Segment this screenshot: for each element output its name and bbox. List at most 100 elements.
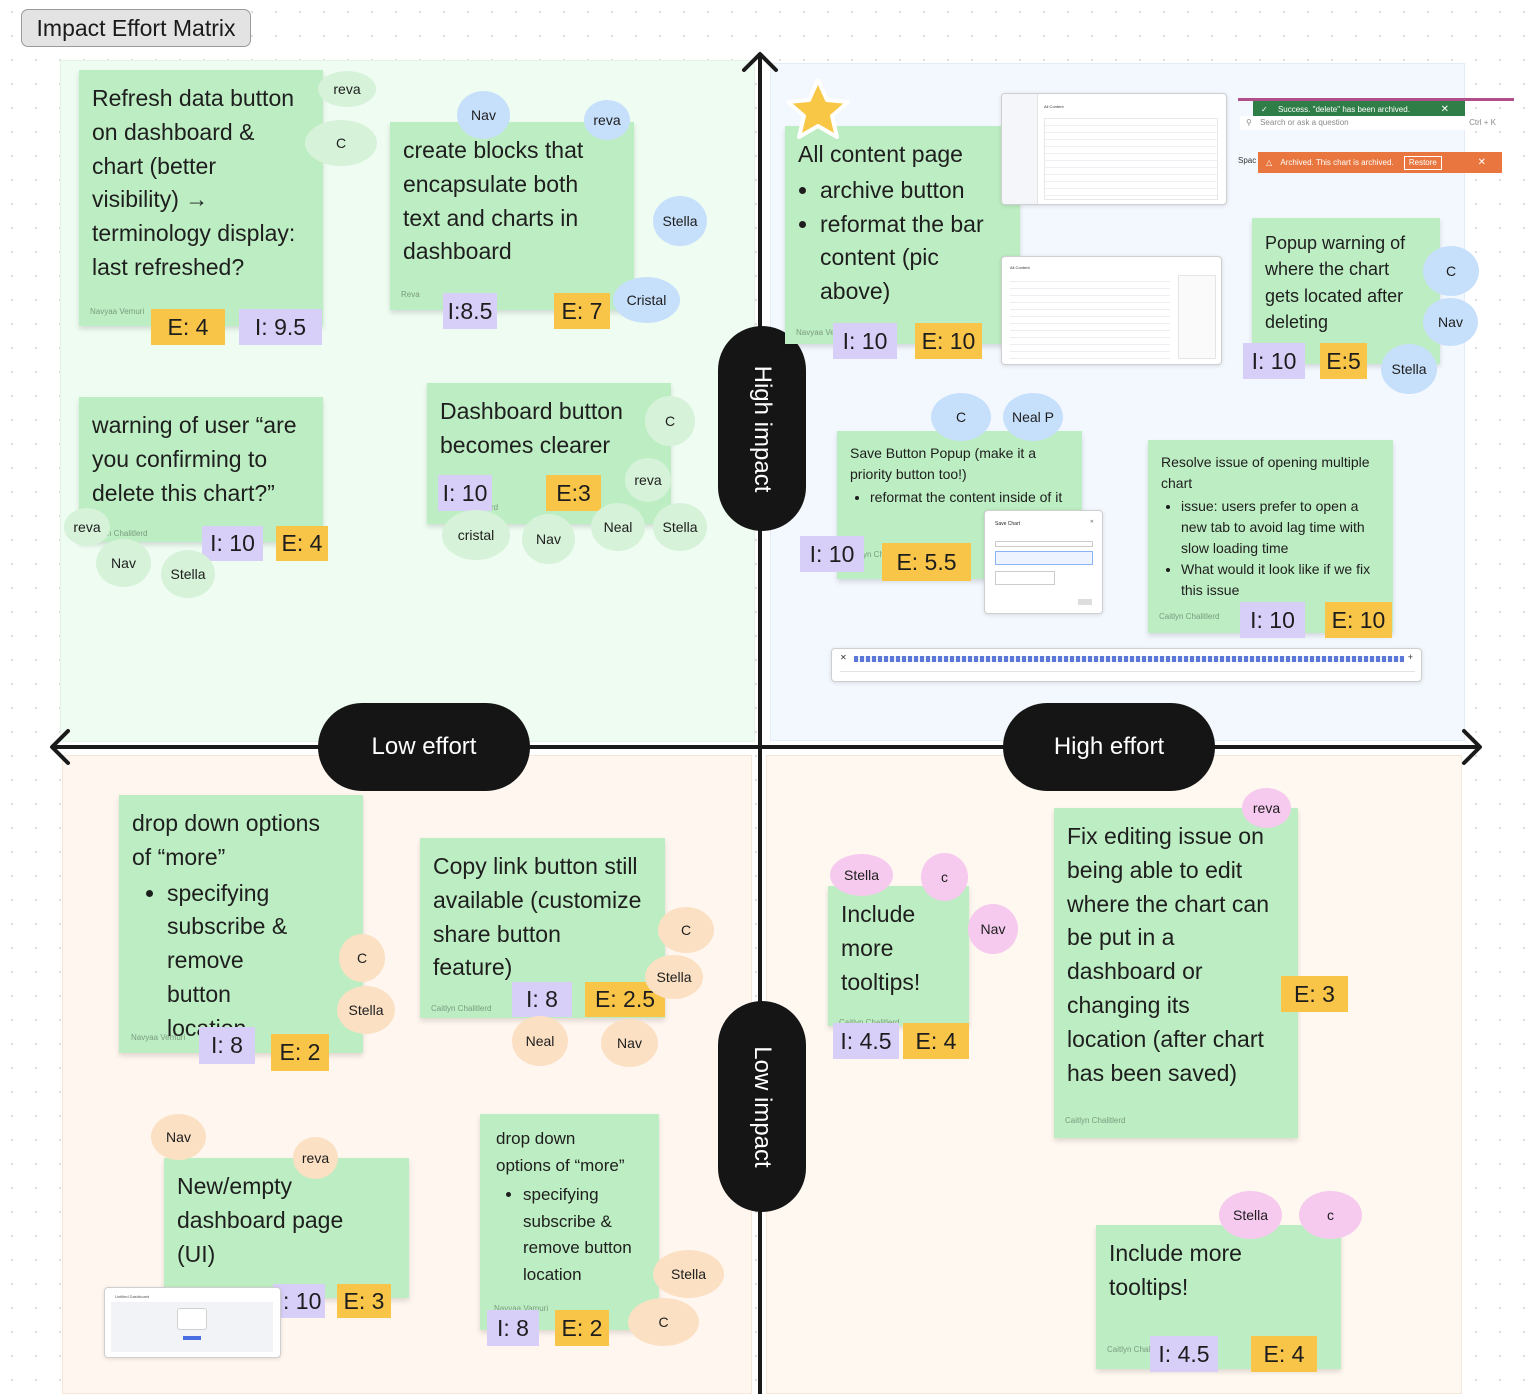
avatar[interactable]: C: [305, 120, 377, 166]
avatar[interactable]: C: [628, 1298, 699, 1346]
impact-badge[interactable]: I:8.5: [443, 293, 497, 329]
search-shortcut: Ctrl + K: [1469, 118, 1496, 127]
effort-badge[interactable]: E: 2: [271, 1034, 329, 1071]
avatar[interactable]: Nav: [457, 91, 510, 139]
avatar[interactable]: Neal: [591, 503, 645, 551]
bullet-list: issue: users prefer to open a new tab to…: [1161, 496, 1381, 601]
impact-badge[interactable]: I: 10: [273, 1284, 325, 1318]
board-title[interactable]: Impact Effort Matrix: [21, 9, 251, 47]
avatar[interactable]: Nav: [151, 1114, 206, 1160]
effort-badge[interactable]: E: 2: [555, 1310, 609, 1346]
avatar[interactable]: C: [658, 907, 714, 953]
sticky-all-content[interactable]: All content page archive button reformat…: [785, 126, 1020, 344]
avatar[interactable]: C: [931, 393, 991, 441]
toast-archived[interactable]: △ Archived. This chart is archived. Rest…: [1258, 152, 1502, 173]
effort-badge[interactable]: E: 5.5: [882, 543, 971, 581]
avatar[interactable]: C: [645, 396, 695, 446]
avatar[interactable]: Nav: [522, 514, 575, 564]
effort-badge[interactable]: E: 4: [276, 526, 328, 561]
avatar[interactable]: Stella: [653, 1250, 724, 1298]
axis-label-low-effort[interactable]: Low effort: [318, 703, 530, 791]
avatar[interactable]: reva: [1242, 788, 1291, 828]
close-icon[interactable]: ✕: [1477, 157, 1486, 168]
avatar[interactable]: C: [1423, 246, 1479, 296]
avatar[interactable]: Stella: [1219, 1191, 1282, 1239]
search-bar[interactable]: ⚲ Search or ask a question Ctrl + K: [1240, 116, 1500, 130]
impact-badge[interactable]: I: 8: [487, 1310, 539, 1346]
axis-label-high-effort[interactable]: High effort: [1003, 703, 1215, 791]
sticky-warning-delete[interactable]: warning of user “are you confirming to d…: [79, 397, 323, 542]
effort-badge[interactable]: E: 4: [1251, 1336, 1317, 1372]
avatar[interactable]: c: [1299, 1191, 1362, 1239]
avatar[interactable]: Stella: [161, 550, 215, 598]
sticky-new-empty-dashboard[interactable]: New/empty dashboard page (UI): [164, 1158, 409, 1298]
avatar[interactable]: Neal P: [1003, 393, 1063, 441]
avatar[interactable]: C: [339, 934, 385, 982]
avatar[interactable]: reva: [625, 458, 671, 502]
avatar[interactable]: Nav: [1423, 298, 1478, 346]
sticky-include-tooltips-a[interactable]: Include more tooltips! Caitlyn Chalitler…: [828, 886, 969, 1027]
sticky-line: of “more”: [132, 843, 226, 870]
axis-label-low-impact[interactable]: Low impact: [718, 1001, 806, 1212]
effort-badge[interactable]: E: 7: [554, 293, 610, 329]
avatar[interactable]: reva: [318, 71, 376, 107]
sticky-dropdown-options-large[interactable]: drop down options of “more” specifying s…: [119, 795, 363, 1053]
screenshot-archive-table[interactable]: All Content: [1001, 93, 1227, 205]
impact-badge[interactable]: I: 8: [512, 982, 572, 1017]
screenshot-empty-dashboard[interactable]: Untitled Dashboard: [104, 1287, 281, 1358]
screenshot-all-content-table[interactable]: All Content: [1001, 256, 1222, 365]
effort-badge[interactable]: E: 4: [151, 309, 225, 345]
impact-badge[interactable]: I: 8: [199, 1027, 255, 1064]
avatar[interactable]: reva: [584, 100, 630, 140]
effort-badge[interactable]: E:5: [1320, 343, 1367, 379]
avatar[interactable]: Nav: [96, 539, 151, 587]
axis-label-high-impact[interactable]: High impact: [718, 326, 806, 531]
sticky-line: where the chart: [1265, 259, 1390, 280]
effort-badge[interactable]: E:3: [546, 475, 601, 511]
avatar[interactable]: Cristal: [613, 277, 680, 323]
effort-badge[interactable]: E: 3: [337, 1284, 391, 1318]
impact-badge[interactable]: I: 9.5: [239, 309, 322, 345]
effort-badge[interactable]: E: 10: [915, 323, 982, 359]
avatar[interactable]: Stella: [1381, 344, 1437, 394]
avatar[interactable]: cristal: [442, 510, 510, 560]
screenshot-browser-tabs[interactable]: ✕ +: [831, 648, 1422, 682]
sticky-resolve-issue[interactable]: Resolve issue of opening multiple chart …: [1148, 440, 1393, 633]
impact-badge[interactable]: I: 10: [800, 536, 864, 572]
sticky-create-blocks[interactable]: create blocks that encapsulate both text…: [390, 122, 634, 310]
restore-button[interactable]: Restore: [1403, 156, 1442, 170]
sticky-refresh-data[interactable]: Refresh data button on dashboard & chart…: [79, 70, 323, 326]
effort-badge[interactable]: E: 3: [1281, 976, 1348, 1012]
add-tab-icon[interactable]: +: [1407, 652, 1413, 662]
effort-badge[interactable]: E: 10: [1325, 602, 1392, 638]
sticky-popup-warning[interactable]: Popup warning of where the chart gets lo…: [1252, 218, 1440, 364]
avatar[interactable]: Nav: [968, 904, 1018, 954]
sticky-dropdown-options-small[interactable]: drop down options of “more” specifying s…: [480, 1114, 659, 1330]
impact-badge[interactable]: I: 10: [438, 475, 492, 511]
sticky-line: gets located after: [1265, 285, 1404, 306]
avatar[interactable]: Nav: [601, 1019, 658, 1067]
sticky-fix-editing[interactable]: Fix editing issue on being able to edit …: [1054, 808, 1298, 1138]
avatar[interactable]: Stella: [337, 986, 395, 1034]
avatar[interactable]: Stella: [830, 854, 893, 896]
screenshot-save-chart-dialog[interactable]: Save Chart ✕: [984, 510, 1103, 614]
avatar[interactable]: Stella: [645, 955, 703, 999]
close-icon[interactable]: ✕: [1089, 519, 1094, 525]
impact-badge[interactable]: I: 10: [1240, 602, 1305, 638]
avatar[interactable]: reva: [64, 508, 110, 546]
impact-badge[interactable]: I: 10: [202, 526, 263, 561]
effort-badge[interactable]: E: 4: [903, 1023, 969, 1059]
toast-success[interactable]: ✓ Success. "delete" has been archived. ✕: [1253, 101, 1465, 118]
impact-badge[interactable]: I: 4.5: [1150, 1336, 1218, 1372]
avatar[interactable]: reva: [293, 1137, 338, 1179]
avatar[interactable]: Neal: [512, 1016, 568, 1066]
avatar[interactable]: Stella: [653, 503, 707, 551]
sticky-line: tooltips!: [841, 968, 921, 995]
impact-badge[interactable]: I: 4.5: [833, 1023, 899, 1059]
impact-badge[interactable]: I: 10: [1243, 343, 1305, 379]
avatar[interactable]: Stella: [653, 196, 707, 246]
impact-badge[interactable]: I: 10: [833, 323, 897, 359]
close-icon[interactable]: ✕: [1440, 104, 1449, 115]
avatar[interactable]: c: [921, 853, 968, 901]
sticky-author: rd: [491, 503, 499, 512]
